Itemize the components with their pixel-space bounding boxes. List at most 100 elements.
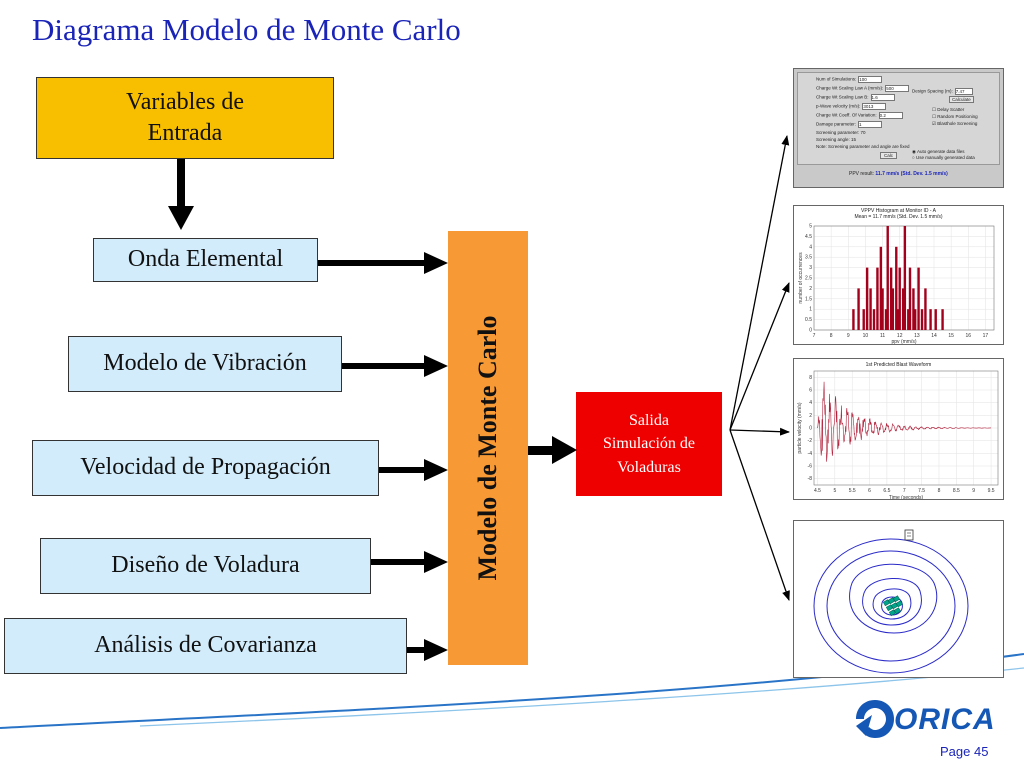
waveform-y-tick: -8	[808, 476, 813, 482]
histogram-x-tick: 9	[847, 333, 850, 339]
histogram-y-tick: 4.5	[805, 234, 812, 240]
form-field-law-b-value[interactable]: 1.6	[870, 94, 895, 101]
waveform-y-tick: -2	[808, 438, 813, 444]
waveform-x-tick: 7	[903, 488, 906, 494]
form-option-random-label: Random Positioning	[937, 114, 978, 119]
histogram-bar	[879, 246, 883, 330]
input-onda-elemental-label: Onda Elemental	[127, 246, 284, 273]
calc-button[interactable]: Calc	[880, 152, 898, 159]
input-velocidad-propagacion-label: Velocidad de Propagación	[80, 454, 331, 481]
monte-carlo-model-box: Modelo de Monte Carlo	[448, 231, 528, 665]
histogram-bar	[912, 288, 915, 330]
waveform-x-tick: 7.5	[918, 488, 925, 494]
histogram-bar	[869, 288, 872, 330]
waveform-y-tick: 6	[809, 388, 812, 394]
contour-ring	[813, 538, 969, 674]
input-modelo-vibracion: Modelo de Vibración	[68, 336, 342, 392]
input-diseno-voladura-label: Diseño de Voladura	[111, 552, 300, 579]
form-field-screening-angle: Screening angle: 15	[816, 137, 856, 142]
histogram-x-tick: 10	[863, 333, 869, 339]
histogram-bar	[903, 226, 907, 330]
histogram-bar	[889, 267, 893, 330]
histogram-bar	[917, 267, 920, 330]
input-down-arrow	[168, 159, 194, 230]
histogram-y-tick: 4	[809, 244, 812, 250]
contour-map	[813, 529, 969, 674]
waveform-x-tick: 5.5	[849, 488, 856, 494]
waveform-y-tick: -4	[808, 451, 813, 457]
waveform-x-tick: 9.5	[988, 488, 995, 494]
histogram-bar	[929, 309, 932, 330]
form-field-screening-angle-label: Screening angle:	[816, 137, 850, 142]
histogram-subtitle: Mean = 11.7 mm/s (Std. Dev. 1.5 mm/s)	[854, 214, 943, 220]
form-generate-auto[interactable]: ◉ Auto generate data files	[912, 149, 965, 154]
histogram-bar	[872, 309, 876, 330]
histogram-x-label: ppv (mm/s)	[892, 339, 917, 345]
histogram-y-tick: 1	[809, 307, 812, 313]
output-line1: Salida	[628, 412, 669, 430]
waveform-y-tick: -6	[808, 464, 813, 470]
histogram-bar	[901, 288, 905, 330]
form-field-law-a: Charge Wt Scaling Law A (mm/s):500	[816, 85, 910, 92]
histogram-y-tick: 2.5	[805, 276, 812, 282]
histogram-x-tick: 11	[880, 333, 885, 339]
waveform-y-tick: 2	[809, 413, 812, 419]
input-analisis-covarianza-label: Análisis de Covarianza	[94, 632, 317, 659]
histogram-bar	[884, 309, 888, 330]
form-field-simulations-value[interactable]: 100	[858, 76, 883, 83]
simulation-form-panel: Num of Simulations:100 Charge Wt Scaling…	[793, 68, 1004, 188]
histogram-y-tick: 1.5	[805, 296, 812, 302]
histogram-x-tick: 15	[948, 333, 954, 339]
input-variables-box: Variables de Entrada	[36, 77, 334, 159]
ppv-result-value: 11.7 mm/s (Std. Dev. 1.5 mm/s)	[875, 171, 948, 177]
monte-carlo-output-arrow	[528, 436, 577, 464]
form-option-delay[interactable]: ☐ Delay Scatter	[932, 107, 965, 112]
ppv-result: PPV result: 11.7 mm/s (Std. Dev. 1.5 mm/…	[849, 171, 948, 177]
input-modelo-vibracion-label: Modelo de Vibración	[103, 350, 307, 377]
histogram-bar	[908, 267, 912, 330]
form-spacing: Design Spacing (m):7.47	[912, 88, 973, 95]
waveform-x-tick: 6.5	[883, 488, 890, 494]
form-field-screening-param: Screening parameter: 70	[816, 130, 866, 135]
form-field-variation-value[interactable]: 0.2	[878, 112, 903, 119]
waveform-x-tick: 8	[938, 488, 941, 494]
form-spacing-label: Design Spacing (m):	[912, 88, 953, 94]
form-field-simulations: Num of Simulations:100	[816, 76, 883, 83]
output-simulation-box: Salida Simulación de Voladuras	[576, 392, 722, 496]
form-field-law-a-value[interactable]: 500	[885, 85, 910, 92]
histogram-y-tick: 3	[809, 265, 812, 271]
input-onda-elemental: Onda Elemental	[93, 238, 318, 282]
histogram-bar	[920, 309, 924, 330]
histogram-y-tick: 2	[809, 286, 812, 292]
form-field-damage-value[interactable]: 1	[858, 121, 883, 128]
contour-ring	[881, 596, 903, 616]
form-spacing-value[interactable]: 7.47	[954, 88, 973, 95]
calculate-button[interactable]: Calculate	[949, 96, 974, 103]
histogram-x-tick: 7	[813, 333, 816, 339]
input-diseno-voladura: Diseño de Voladura	[40, 538, 371, 594]
form-field-pwave-value[interactable]: 3013	[862, 103, 887, 110]
waveform-x-tick: 4.5	[814, 488, 821, 494]
contour-ring	[826, 550, 956, 662]
histogram-bar	[852, 309, 855, 330]
form-option-screening[interactable]: ☑ Blasthole Screening	[932, 121, 978, 126]
orica-logo-text: ORICA	[894, 703, 996, 736]
form-option-random[interactable]: ☐ Random Positioning	[932, 114, 978, 119]
monte-carlo-model-label: Modelo de Monte Carlo	[473, 315, 502, 581]
histogram-y-tick: 0.5	[805, 317, 812, 323]
waveform-y-tick: 0	[809, 426, 812, 432]
histogram-bar	[881, 288, 884, 330]
form-field-variation: Charge Wt Coeff. Of Variation:0.2	[816, 112, 903, 119]
form-field-law-b: Charge Wt Scaling Law B:1.6	[816, 94, 895, 101]
histogram-x-tick: 16	[966, 333, 972, 339]
histogram-title: VPPV Histogram at Monitor ID - A	[860, 208, 937, 214]
histogram-bar	[886, 226, 889, 330]
form-field-simulations-label: Num of Simulations:	[816, 76, 857, 82]
orica-logo: ORICA	[852, 694, 1002, 744]
waveform-y-tick: 8	[809, 375, 812, 381]
waveform-x-label: Time (seconds)	[889, 495, 924, 500]
form-generate-manual[interactable]: ○ Use manually generated data	[912, 155, 975, 160]
form-field-screening-angle-value: 15	[851, 137, 857, 142]
